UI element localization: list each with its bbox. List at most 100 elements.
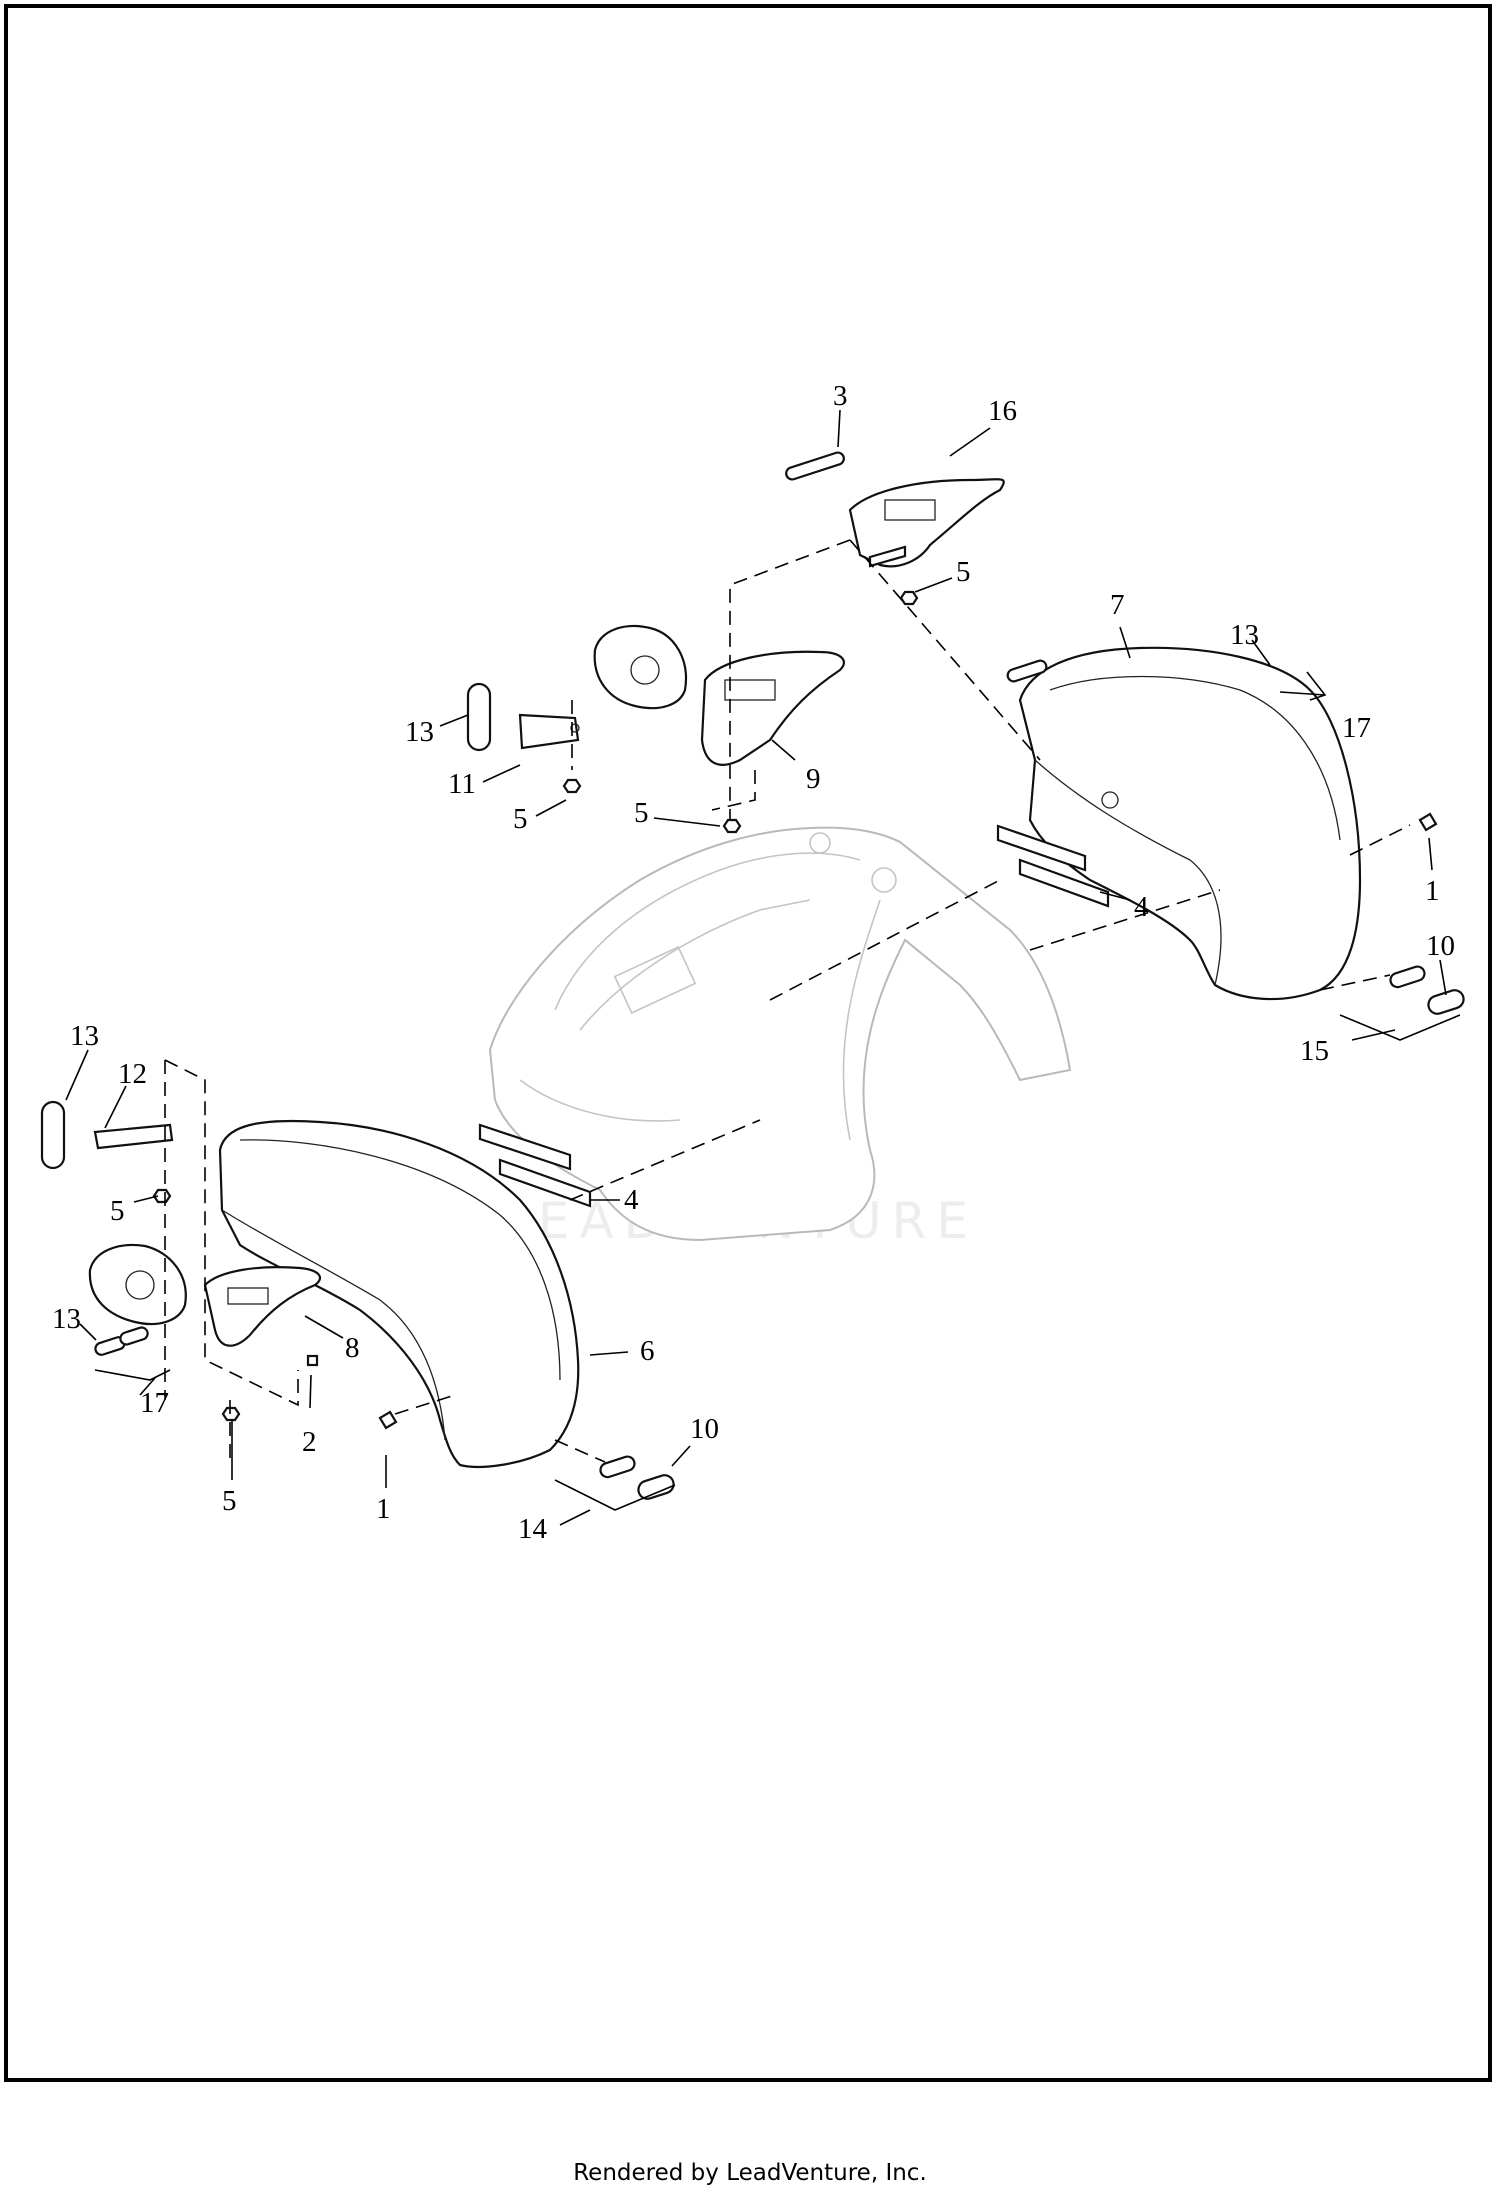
reflector-17-lower-b [119, 1326, 149, 1346]
leader-5a [914, 577, 953, 593]
leader-6 [589, 1351, 629, 1356]
trunk-body [488, 826, 1072, 1242]
bracket-15 [1339, 1014, 1461, 1041]
reflector-17-upper [1006, 659, 1048, 683]
small-parts [94, 590, 1465, 1500]
right-saddlebag [1018, 646, 1362, 1001]
right-saddlebag-contour [1049, 675, 1341, 841]
lower-lamp-socket [125, 1270, 155, 1300]
tape-lower-b [498, 1158, 592, 1208]
trunk-hole-a [809, 832, 831, 854]
callout-11: 11 [448, 768, 476, 800]
leader-5d [133, 1195, 159, 1203]
upper-light-housing [785, 451, 1005, 568]
leader-15 [1351, 1029, 1396, 1041]
callout-13: 13 [70, 1020, 99, 1052]
trunk-lid-edge [554, 852, 861, 1011]
callout-14: 14 [518, 1513, 548, 1545]
callout-4: 4 [1134, 891, 1149, 923]
tape-upper-a [996, 824, 1087, 872]
callout-1: 1 [1425, 875, 1440, 907]
upper-lamp-socket [630, 655, 660, 685]
callout-12: 12 [118, 1058, 147, 1090]
callout-5: 5 [956, 556, 971, 588]
left-saddlebag-shell [218, 1119, 580, 1468]
trunk-rib [842, 899, 881, 1141]
trunk-inner-edge [579, 899, 811, 1031]
leader-5b [535, 799, 567, 817]
leader-17a [1279, 671, 1327, 701]
leader-lines [65, 409, 1461, 1526]
leader-4a [1099, 891, 1131, 901]
assembly-lines [164, 539, 1411, 1463]
callout-5: 5 [110, 1195, 125, 1227]
callout-4: 4 [624, 1184, 639, 1216]
upper-reflector-strip [785, 451, 845, 481]
leader-3 [837, 409, 841, 448]
dash-bag-to-trunk-lower [569, 1119, 761, 1201]
callout-1: 1 [376, 1493, 391, 1525]
clip-2 [306, 1354, 319, 1367]
footer-credit: Rendered by LeadVenture, Inc. [573, 2160, 927, 2186]
lower-nut-5 [152, 1188, 172, 1204]
upper-nut-5 [562, 778, 582, 794]
callout-13: 13 [405, 716, 434, 748]
left-saddlebag [218, 1119, 580, 1468]
upper-light-lens [884, 499, 936, 521]
callout-2: 2 [302, 1426, 317, 1458]
callout-10: 10 [1426, 930, 1455, 962]
upper-bracket-hole [570, 723, 580, 733]
callout-6: 6 [640, 1335, 655, 1367]
leader-13d [79, 1323, 97, 1341]
callout-5: 5 [513, 803, 528, 835]
bracket-14 [554, 1479, 676, 1511]
callout-labels: 3 16 5 7 13 17 13 11 5 5 9 1 4 10 15 13 … [52, 380, 1455, 1545]
lower-light-lens [227, 1287, 269, 1305]
leader-10a [1439, 959, 1447, 996]
dash-lower-bracket [164, 1059, 299, 1407]
dash-upper-to-bag [849, 539, 1041, 761]
tape-upper-b [1018, 858, 1110, 908]
upper-reflector-13 [466, 682, 492, 752]
leader-13a [1251, 639, 1271, 666]
dash-rivet-upper [1349, 824, 1411, 856]
callout-13: 13 [1230, 619, 1259, 651]
callout-13: 13 [52, 1303, 81, 1335]
callout-5: 5 [222, 1485, 237, 1517]
reflector-10-lower [637, 1474, 675, 1500]
lower-reflector-13 [40, 1100, 66, 1170]
middle-light-housing-body [700, 650, 845, 766]
trunk-hole-b [871, 867, 897, 893]
lower-lamp-assembly [40, 1100, 322, 1347]
callout-5: 5 [634, 797, 649, 829]
right-saddlebag-shell [1018, 646, 1362, 1001]
callout-7: 7 [1110, 589, 1125, 621]
rivet-1-upper [1418, 812, 1438, 832]
leader-7 [1119, 626, 1131, 659]
dash-rivet-lower [394, 1394, 456, 1415]
nut-5-upper [899, 590, 919, 606]
right-saddlebag-seam [1034, 759, 1222, 986]
dash-reflector-lower [554, 1439, 606, 1463]
dash-bag-to-trunk-upper [1029, 889, 1221, 951]
leader-2 [309, 1374, 312, 1409]
lower-lamp-body [88, 1244, 187, 1326]
reflector-14-a [599, 1455, 636, 1479]
leader-12 [104, 1085, 127, 1129]
upper-lamp-assembly [466, 624, 688, 794]
leader-13c [65, 1049, 89, 1101]
callout-17: 17 [1342, 712, 1371, 744]
reflector-10-upper [1427, 989, 1465, 1015]
upper-lamp-body [593, 624, 688, 710]
reflector-15-a [1389, 965, 1426, 989]
right-saddlebag-hole [1101, 791, 1119, 809]
tape-strips [478, 824, 1110, 1208]
left-saddlebag-contour [239, 1139, 561, 1381]
upper-light-housing-body [848, 478, 1005, 568]
lower-light-housing-8 [203, 1266, 322, 1347]
leader-16 [949, 427, 991, 457]
leader-8 [304, 1315, 344, 1339]
trunk-assembly [488, 826, 1072, 1242]
leader-17b [139, 1377, 156, 1396]
